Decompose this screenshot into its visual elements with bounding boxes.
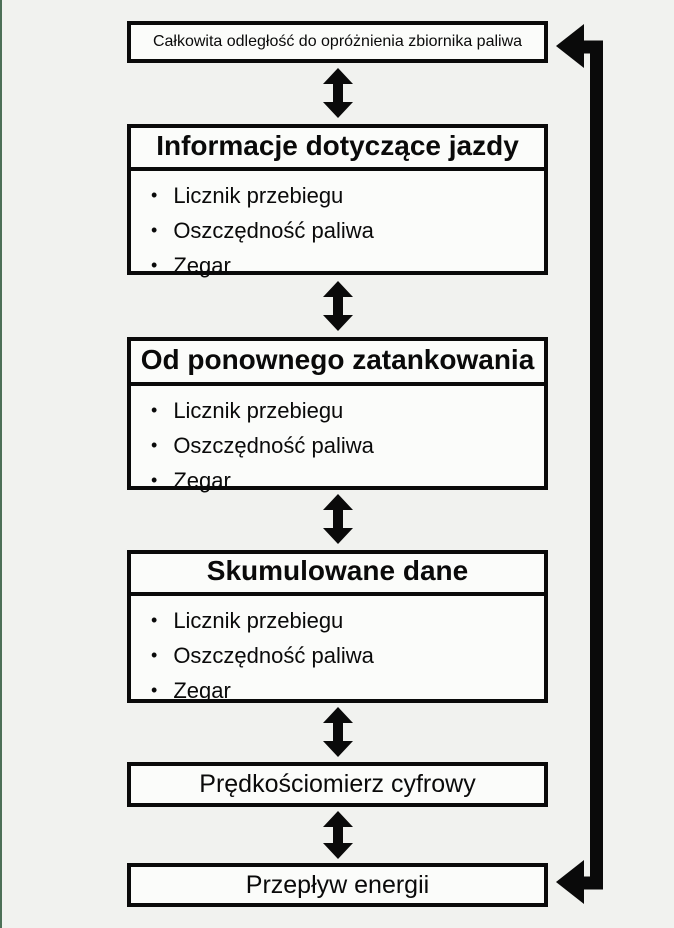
node-driving-information-title: Informacje dotyczące jazdy — [131, 128, 544, 171]
loop-arrowhead-bottom — [556, 860, 584, 904]
bullet-icon: • — [151, 470, 158, 490]
bullet-icon: • — [151, 255, 158, 275]
list-item: • Oszczędność paliwa — [151, 214, 538, 249]
arrow-updown-5 — [323, 811, 353, 859]
list-item-label: Licznik przebiegu — [173, 183, 344, 208]
bullet-icon: • — [151, 220, 158, 240]
bullet-icon: • — [151, 185, 158, 205]
list-item: • Licznik przebiegu — [151, 394, 538, 429]
list-item: • Licznik przebiegu — [151, 179, 538, 214]
bullet-icon: • — [151, 680, 158, 700]
list-item-label: Licznik przebiegu — [173, 608, 344, 633]
arrow-updown-2 — [323, 281, 353, 331]
list-item-label: Oszczędność paliwa — [173, 643, 374, 668]
list-item: • Oszczędność paliwa — [151, 639, 538, 674]
node-accumulated-data: Skumulowane dane • Licznik przebiegu • O… — [127, 550, 548, 703]
bullet-icon: • — [151, 610, 158, 630]
arrow-updown-1 — [323, 68, 353, 118]
bullet-icon: • — [151, 400, 158, 420]
list-item-label: Zegar — [173, 678, 231, 703]
node-driving-information-items: • Licznik przebiegu • Oszczędność paliwa… — [131, 171, 544, 284]
node-accumulated-data-items: • Licznik przebiegu • Oszczędność paliwa… — [131, 596, 544, 709]
node-energy-flow-label: Przepływ energii — [245, 870, 430, 899]
node-since-refuelling: Od ponownego zatankowania • Licznik prze… — [127, 337, 548, 493]
node-accumulated-data-title: Skumulowane dane — [131, 554, 544, 596]
arrow-updown-3 — [323, 494, 353, 544]
page-edge-line — [0, 0, 2, 928]
list-item-label: Zegar — [173, 468, 231, 493]
node-distance-to-empty-label: Całkowita odległość do opróżnienia zbior… — [152, 33, 523, 50]
node-digital-speedometer-label: Prędkościomierz cyfrowy — [199, 770, 476, 798]
list-item-label: Oszczędność paliwa — [173, 433, 374, 458]
list-item: • Zegar — [151, 464, 538, 499]
node-distance-to-empty: Całkowita odległość do opróżnienia zbior… — [127, 21, 548, 63]
node-digital-speedometer: Prędkościomierz cyfrowy — [127, 762, 548, 807]
list-item-label: Licznik przebiegu — [173, 398, 344, 423]
node-driving-information: Informacje dotyczące jazdy • Licznik prz… — [127, 124, 548, 278]
list-item: • Licznik przebiegu — [151, 604, 538, 639]
list-item: • Oszczędność paliwa — [151, 429, 538, 464]
list-item-label: Oszczędność paliwa — [173, 218, 374, 243]
node-since-refuelling-title: Od ponownego zatankowania — [131, 341, 544, 386]
list-item-label: Zegar — [173, 253, 231, 278]
list-item: • Zegar — [151, 249, 538, 284]
loop-line — [582, 40, 603, 890]
arrow-updown-4 — [323, 707, 353, 757]
node-since-refuelling-items: • Licznik przebiegu • Oszczędność paliwa… — [131, 386, 544, 499]
node-energy-flow: Przepływ energii — [127, 863, 548, 907]
loop-arrowhead-top — [556, 24, 584, 68]
bullet-icon: • — [151, 435, 158, 455]
bullet-icon: • — [151, 645, 158, 665]
list-item: • Zegar — [151, 674, 538, 709]
